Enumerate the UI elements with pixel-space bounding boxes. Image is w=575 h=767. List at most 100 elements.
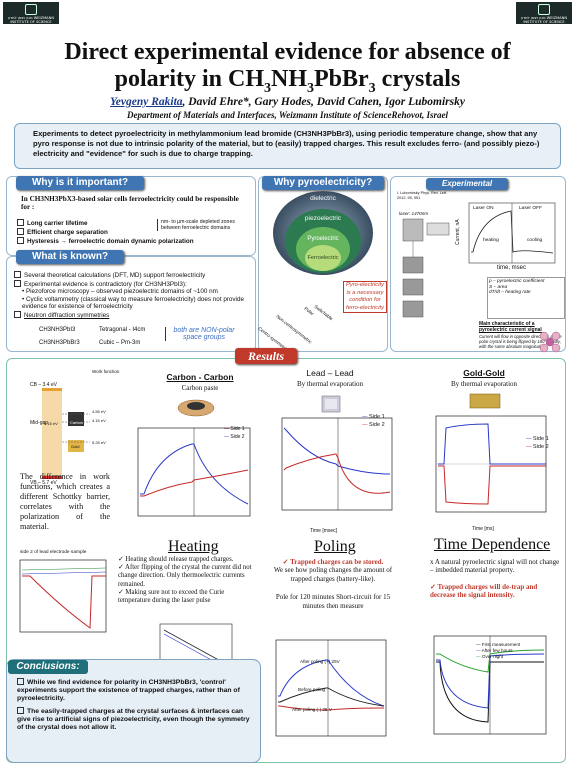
gold-title: Gold-Gold	[463, 368, 505, 378]
legend-side2: Side 2	[533, 443, 549, 450]
why-item-1: Long carrier lifetime	[17, 219, 194, 228]
checkbox-icon	[17, 706, 24, 714]
poster-title: Direct experimental evidence for absence…	[40, 39, 535, 102]
conclusion-text-1: While we find evidence for polarity in C…	[17, 679, 240, 703]
checkbox-icon	[17, 228, 24, 235]
poling-current-plot	[275, 639, 387, 737]
symmetry: Tetragonal - I4cm	[99, 327, 146, 333]
exp-xlabel: time, msec	[497, 265, 527, 271]
setup-schematic	[402, 218, 450, 318]
poling-text-1: Trapped charges can be stored.	[290, 558, 384, 566]
wf-description: The difference in work functions, which …	[20, 472, 110, 531]
heating-item-3: ✓ Making sure not to exceed the Curie te…	[118, 588, 225, 605]
checkbox-icon	[14, 271, 21, 278]
known-subitem-2: • Cyclic voltammetry (classical way to m…	[22, 295, 244, 311]
legend-side1: Side 1	[230, 426, 245, 432]
checkbox-icon	[14, 279, 21, 287]
lead-current-plot	[281, 417, 393, 511]
midgap-value: 4.15 eV	[44, 421, 58, 426]
poling-text-2: We see how poling changes the amount of …	[273, 566, 393, 583]
carbon-sample-photo	[177, 399, 215, 417]
why-item-text: Efficient charge separation	[27, 229, 108, 236]
cooling-label: cooling	[527, 238, 543, 243]
ring-piezoelectric: piezoelectric	[304, 215, 342, 222]
time-dep-item-1: x A natural pyroelectric signal will not…	[430, 558, 560, 575]
carbon-title: Carbon - Carbon	[166, 372, 234, 382]
experimental-panel: I. Lubomirsky Phys. Rev. Lett. 2012, 95,…	[390, 176, 566, 352]
title-part: crystals	[375, 66, 461, 92]
other-authors: , David Ehre*, Gary Hodes, David Cahen, …	[182, 96, 465, 108]
conclusion-text-2: The easily-trapped charges at the crysta…	[17, 707, 250, 732]
formula: CH3NH3PbI3	[39, 327, 76, 333]
heating-current-plot	[19, 559, 107, 633]
known-item-text: Several theoretical calculations (DFT, M…	[24, 272, 206, 279]
title-line-2: polarity in CH3NH3PbBr3 crystals	[40, 66, 535, 102]
gold-legend: — Side 1— Side 2	[526, 436, 549, 450]
carbon-subtitle: Carbon paste	[181, 384, 219, 392]
time-dep-text-2: Trapped charges will de-trap and decreas…	[430, 582, 538, 600]
title-part: polarity in CH	[114, 66, 264, 92]
checkbox-icon	[17, 219, 24, 226]
lead-legend: — Side 1— Side 2	[362, 414, 385, 428]
results-header: Results	[235, 348, 297, 364]
heating-item-text: Making sure not to exceed the Curie temp…	[118, 588, 225, 605]
level-value: 5.7 eV	[42, 480, 57, 486]
reference: I. Lubomirsky Phys. Rev. Lett. 2012, 95,…	[397, 191, 448, 200]
level-label: VB	[30, 480, 37, 486]
vb-label: VB – 5.7 eV	[30, 480, 57, 486]
gold-current-plot	[435, 415, 547, 513]
level-3-value: 4.15 eV	[92, 418, 106, 423]
carbon-label: Carbon	[70, 420, 84, 425]
time-dep-item-2: ✓ Trapped charges will de-trap and decre…	[430, 582, 538, 600]
heating-item-text: Heating should release trapped charges.	[125, 556, 234, 563]
title-line-1: Direct experimental evidence for absence…	[64, 39, 511, 65]
logo-text: מכון ויצמן למדע WEIZMANN INSTITUTE OF SC…	[7, 16, 55, 24]
conclusions-header: Conclusions:	[8, 660, 88, 674]
checkbox-icon	[17, 678, 24, 685]
work-function-label: Work function	[92, 369, 120, 374]
poling-text-3: Pole for 120 minutes Short-circuit for 1…	[275, 593, 391, 610]
why-note: nm- to µm-scale depleted zones between f…	[157, 219, 251, 232]
why-item-text: Hysteresis → ferroelectric domain dynami…	[27, 238, 194, 245]
time-dep-legend: — First measurement— After few hours— Ov…	[476, 642, 521, 659]
cb-label: CB – 3.4 eV	[30, 382, 57, 388]
legend-side1: Side 1	[533, 436, 549, 442]
emblem-icon	[25, 4, 37, 15]
why-pyro-header: Why pyroelectricity?	[262, 176, 384, 190]
pyro-signal-plot	[468, 202, 556, 264]
midgap-label: Mid-gap	[30, 420, 49, 426]
poling-title: Poling	[314, 538, 356, 555]
gold-label: Gold	[71, 444, 80, 449]
time-dep-list: x A natural pyroelectric signal will not…	[430, 558, 560, 600]
first-author: Yevgeny Rakita	[110, 96, 183, 108]
what-known-panel: Several theoretical calculations (DFT, M…	[6, 256, 256, 352]
heating-plot-title: side 2 of lead electrode sample	[20, 550, 87, 555]
legend-side1: Side 1	[369, 414, 385, 420]
energy-level-diagram	[42, 388, 90, 479]
laser-off-label: Laser OFF	[519, 206, 542, 211]
title-sub: 3	[368, 80, 376, 96]
abstract-box: Experiments to detect pyroelectricity in…	[14, 123, 561, 169]
gold-subtitle: By thermal evaporation	[450, 380, 518, 388]
nonpolar-note: both are NON-polar space groups	[165, 327, 239, 341]
level-value: 3.4 eV	[42, 382, 57, 388]
time-dep-title: Time Dependence	[434, 536, 551, 553]
time-dep-text-1: A natural pyroelectric signal will not c…	[430, 558, 560, 575]
legend-overnight: Over night	[481, 654, 504, 659]
conclusion-item-1: While we find evidence for polarity in C…	[17, 678, 257, 704]
title-sub: 3	[264, 80, 271, 96]
why-item-2: Efficient charge separation	[17, 228, 194, 237]
gold-sample-photo	[469, 393, 501, 409]
time-dep-current-plot	[433, 635, 547, 735]
heating-list: ✓ Heating should release trapped charges…	[118, 556, 256, 605]
poling-label-2: Before poling	[298, 687, 326, 692]
gold-xlabel: Time [ms]	[472, 526, 494, 532]
conclusion-item-2: The easily-trapped charges at the crysta…	[17, 706, 257, 733]
poling-item-1: ✓ Trapped charges can be stored.	[282, 558, 384, 566]
known-item-3: Neutron diffraction symmetries	[14, 310, 250, 320]
lead-sample-photo	[321, 395, 341, 413]
level-4-value: 5.25 eV	[92, 440, 106, 445]
title-part: PbBr	[314, 66, 369, 92]
